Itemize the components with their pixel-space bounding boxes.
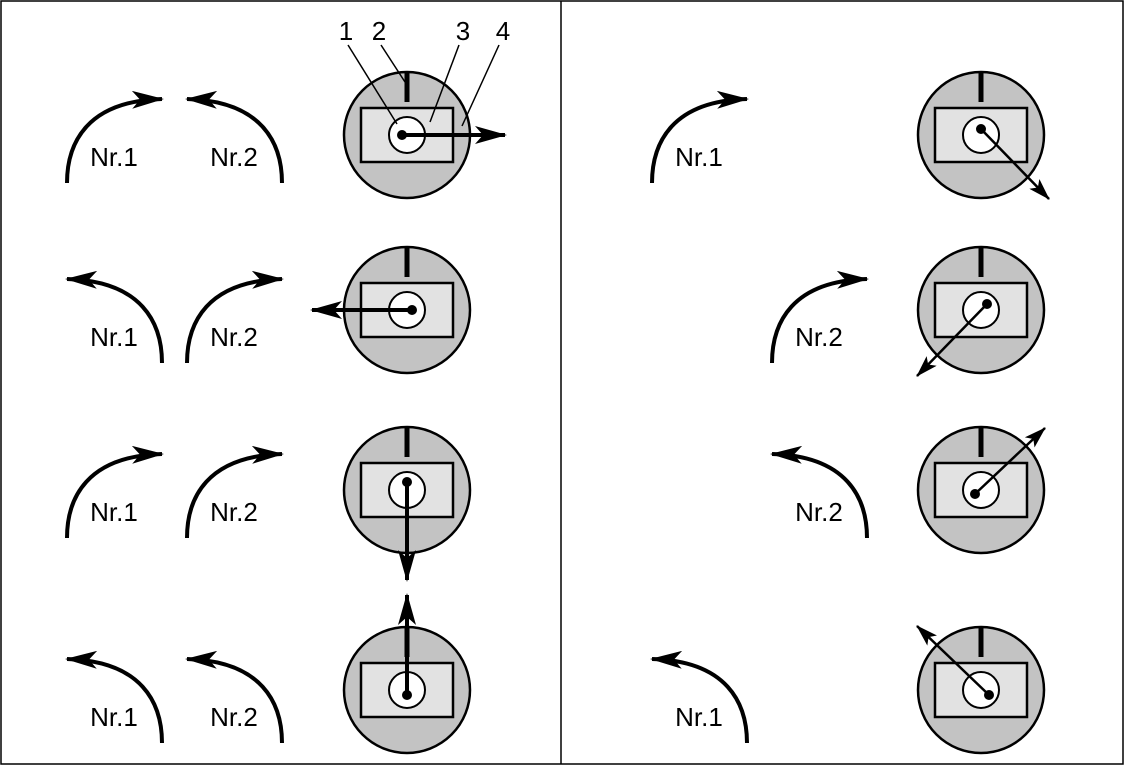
pivot-dot: [407, 305, 417, 315]
direction-pointer: [916, 303, 988, 377]
right-row-2: Nr.2: [770, 245, 1046, 377]
disc-assembly: [342, 70, 507, 200]
rotation-arrow-nr-2: Nr.2: [185, 650, 284, 744]
disc-assembly: [916, 70, 1050, 200]
left-row-1: Nr.1 Nr.2: [65, 70, 507, 200]
callout-leader-2: [380, 44, 406, 83]
pivot-dot: [397, 130, 407, 140]
rotation-label: Nr.1: [675, 142, 723, 172]
rotation-arrow: [185, 650, 284, 744]
rotation-arrow: [65, 270, 164, 364]
rotation-label: Nr.2: [795, 497, 843, 527]
left-row-4: Nr.1 Nr.2: [65, 593, 472, 755]
rotation-arrow: [65, 90, 164, 184]
rotation-label: Nr.2: [210, 142, 258, 172]
rotation-arrow-nr-2: Nr.2: [185, 270, 284, 364]
rotation-arrow-nr-1: Nr.1: [65, 445, 164, 539]
disc-assembly: [916, 245, 1046, 377]
rotation-arrow: [770, 445, 869, 539]
rotation-label: Nr.1: [90, 702, 138, 732]
rotation-arrow-nr-1: Nr.1: [65, 90, 164, 184]
rotation-label: Nr.2: [210, 497, 258, 527]
rotation-arrow: [650, 650, 749, 744]
pivot-dot: [402, 690, 412, 700]
rotation-arrow-nr-2: Nr.2: [185, 90, 284, 184]
direction-pointer: [916, 625, 990, 696]
left-row-3: Nr.1 Nr.2: [65, 425, 472, 582]
rotation-arrow: Nr.2: [770, 270, 869, 364]
callout-labels: 1 2 3 4: [339, 16, 510, 127]
pivot-dot: [970, 489, 980, 499]
callout-1: 1: [339, 16, 353, 46]
right-row-3: Nr.2: [770, 425, 1046, 555]
right-row-1: Nr.1: [650, 70, 1050, 200]
rotation-label: Nr.2: [795, 322, 843, 352]
rotation-arrow: [65, 650, 164, 744]
direction-pointer: [974, 427, 1046, 495]
rotation-arrow: [650, 90, 749, 184]
disc-assembly: [916, 425, 1046, 555]
rotation-arrow: [65, 445, 164, 539]
pivot-dot: [984, 690, 994, 700]
hub-ring: [962, 116, 1000, 154]
left-row-2: Nr.1 Nr.2: [65, 245, 472, 375]
pivot-dot: [976, 124, 986, 134]
callout-4: 4: [496, 16, 510, 46]
rotation-label: Nr.1: [90, 142, 138, 172]
rotation-arrow-nr-2: Nr.2: [185, 445, 284, 539]
rotation-arrow-nr-1: Nr.1: [65, 270, 164, 364]
rotation-label: Nr.1: [675, 702, 723, 732]
callout-leader-3: [429, 44, 460, 123]
rotation-arrow: Nr.1: [650, 650, 749, 744]
disc-assembly: [310, 245, 472, 375]
callout-2: 2: [372, 16, 386, 46]
rotation-label: Nr.1: [90, 322, 138, 352]
callout-leader-4: [461, 44, 500, 127]
rotation-arrow: [185, 90, 284, 184]
rotation-label: Nr.1: [90, 497, 138, 527]
rotation-label: Nr.2: [210, 702, 258, 732]
disc-assembly: [342, 593, 472, 755]
right-row-4: Nr.1: [650, 625, 1046, 755]
rotation-arrow: Nr.1: [650, 90, 749, 184]
right-panel: Nr.1Nr.2Nr.2Nr.1: [650, 70, 1050, 755]
rotation-arrow: [770, 270, 869, 364]
rotation-arrow: [185, 445, 284, 539]
callout-leader-1: [347, 44, 398, 125]
hub-ring: [962, 671, 1000, 709]
disc-assembly: [916, 625, 1046, 755]
disc-assembly: [342, 425, 472, 582]
rotation-arrow: [185, 270, 284, 364]
pivot-dot: [982, 299, 992, 309]
rotation-arrow: Nr.2: [770, 445, 869, 539]
pivot-dot: [402, 477, 412, 487]
callout-3: 3: [456, 16, 470, 46]
rotation-label: Nr.2: [210, 322, 258, 352]
rotation-arrow-nr-1: Nr.1: [65, 650, 164, 744]
direction-pointer: [980, 128, 1050, 200]
